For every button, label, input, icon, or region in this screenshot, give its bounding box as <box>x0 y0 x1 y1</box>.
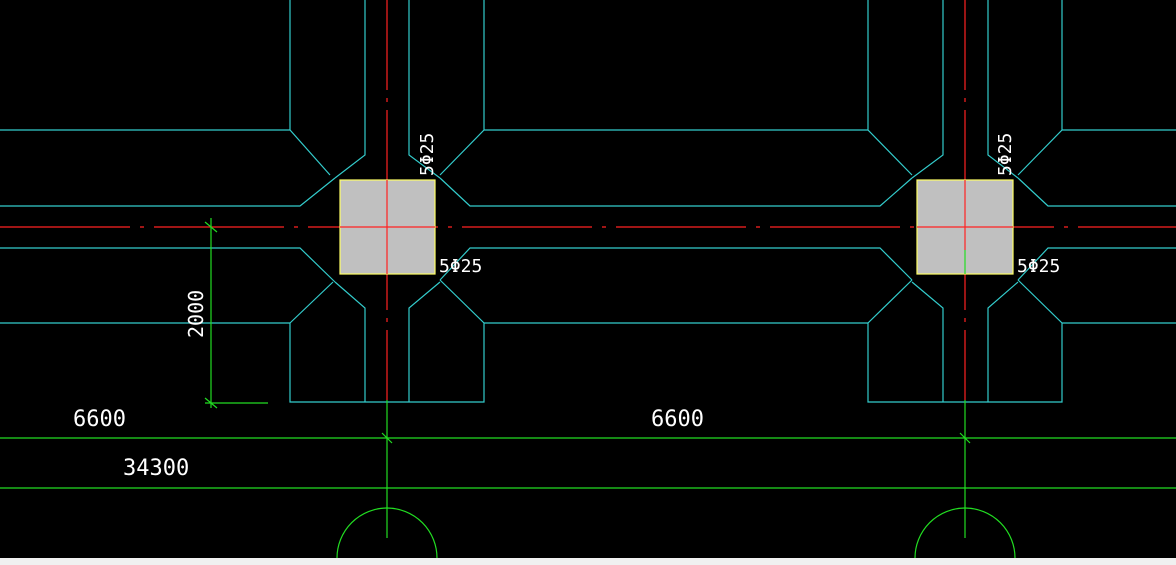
column-1-top-rebar: 5Φ25 <box>417 133 438 176</box>
outline-left-bottom <box>0 279 485 403</box>
dim-span-middle-label: 6600 <box>651 407 704 432</box>
outline-col1-top-inner-left <box>334 0 366 179</box>
outline-col1-top-inner-right <box>408 0 441 179</box>
outline-right-inner-lower <box>1017 247 1176 281</box>
outline-mid-inner-upper <box>439 177 913 207</box>
labels: 5Φ25 5Φ25 5Φ25 5Φ25 2000 6600 6600 34300 <box>73 133 1060 481</box>
outline-left-lower <box>0 177 336 207</box>
axis-bubble-1 <box>336 507 438 559</box>
column-1-side-rebar: 5Φ25 <box>439 256 482 277</box>
dim-vertical-label: 2000 <box>184 290 208 338</box>
column-2-top-rebar: 5Φ25 <box>995 133 1016 176</box>
dim-tick-1 <box>381 432 393 444</box>
outline-col2-top-inner-left <box>911 0 944 179</box>
dim-tick-2 <box>959 432 971 444</box>
outline-left-bottom-upper <box>0 247 336 283</box>
outline-col2-top-left <box>867 0 913 176</box>
outline-mid-inner-lower <box>439 247 913 281</box>
dim-span-left-label: 6600 <box>73 407 126 432</box>
dim-vertical-tick-top <box>204 221 218 233</box>
outline-col2-top-inner-right <box>987 0 1019 179</box>
outline-col1-left-inner <box>289 281 334 324</box>
outline-col2-bottom-inner-right <box>987 281 1019 402</box>
axis-bubble-2 <box>914 507 1016 559</box>
outline-col2-bottom-inner-left <box>911 281 944 402</box>
outline-right-inner-upper <box>1017 177 1176 207</box>
dim-total-label: 34300 <box>123 456 189 481</box>
column-2-side-rebar: 5Φ25 <box>1017 256 1060 277</box>
outline-col1-bottom-inner-left <box>334 281 366 402</box>
outline-left-upper <box>0 129 331 176</box>
bottom-strip <box>0 558 1176 565</box>
columns <box>339 179 1014 275</box>
outline-col2-top-right <box>1017 0 1063 176</box>
outline-col1-top-right <box>439 0 485 176</box>
outline-col1-bottom-inner-right <box>408 281 441 402</box>
beam-outlines <box>0 0 1176 403</box>
dimension-lines <box>0 218 1176 559</box>
